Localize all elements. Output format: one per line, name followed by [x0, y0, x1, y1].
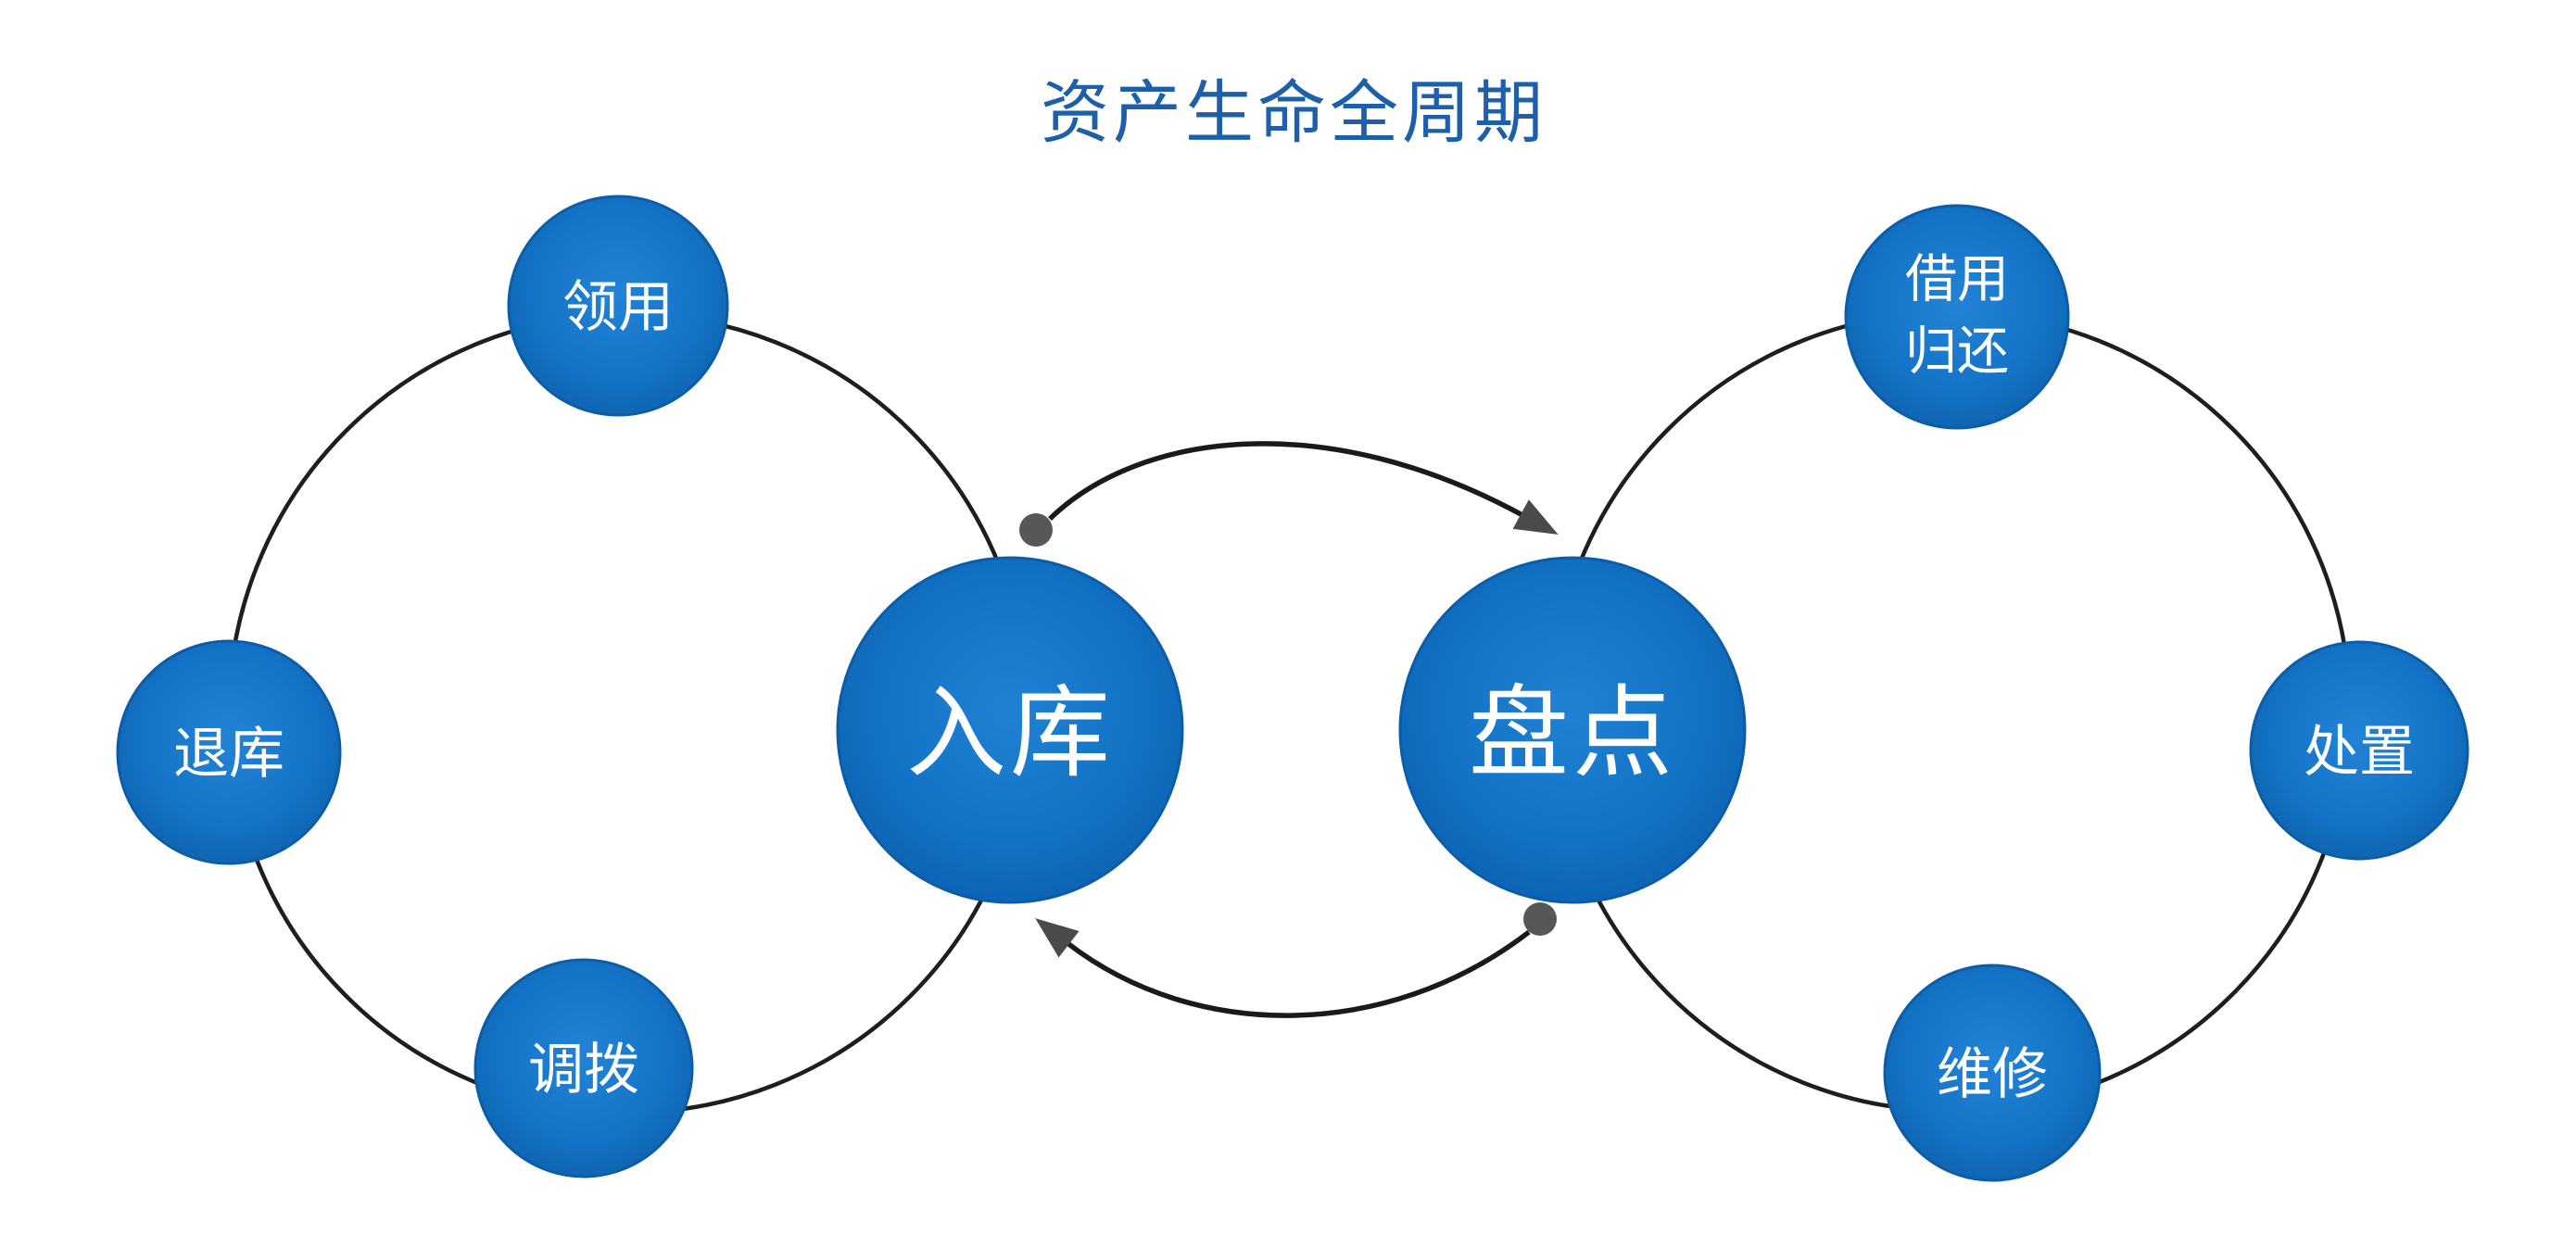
node-borrow-return-label-line2: 归还 [1905, 322, 2009, 383]
node-borrow-return: 借用 归还 [1844, 204, 2070, 430]
arrow-inbound-to-inventory-path [1048, 441, 1559, 536]
node-requisition-circle [507, 195, 729, 417]
node-maintenance-label: 维修 [1937, 1042, 2048, 1107]
node-maintenance: 维修 [1883, 964, 2102, 1182]
arrow-start-dot-bottom [1523, 902, 1557, 936]
hub-inbound-label: 入库 [906, 676, 1114, 792]
node-requisition-label: 领用 [562, 275, 674, 340]
node-transfer-circle [474, 958, 694, 1178]
node-borrow-return-circle [1844, 204, 2070, 430]
arrow-inventory-to-inbound [1035, 902, 1557, 1018]
hub-inventory-check-label: 盘点 [1469, 676, 1676, 792]
arrow-inbound-to-inventory [1019, 441, 1559, 547]
node-disposal: 处置 [2249, 640, 2469, 861]
node-disposal-label: 处置 [2304, 720, 2415, 785]
arrow-inventory-to-inbound-path [1035, 918, 1531, 1018]
node-borrow-return-label-line1: 借用 [1905, 250, 2009, 310]
node-maintenance-circle [1883, 964, 2102, 1182]
hub-inbound: 入库 [836, 556, 1184, 904]
hub-inventory-check: 盘点 [1398, 556, 1747, 904]
diagram-title: 资产生命全周期 [1041, 73, 1547, 153]
node-return-to-store: 退库 [116, 639, 342, 865]
hub-inventory-check-circle [1398, 556, 1747, 904]
node-requisition: 领用 [507, 195, 729, 417]
arrow-start-dot-top [1019, 513, 1053, 547]
node-return-to-store-circle [116, 639, 342, 865]
node-transfer-label: 调拨 [528, 1038, 639, 1102]
hub-inbound-circle [836, 556, 1184, 904]
node-return-to-store-label: 退库 [173, 722, 284, 787]
node-disposal-circle [2249, 640, 2469, 861]
node-transfer: 调拨 [474, 958, 694, 1178]
